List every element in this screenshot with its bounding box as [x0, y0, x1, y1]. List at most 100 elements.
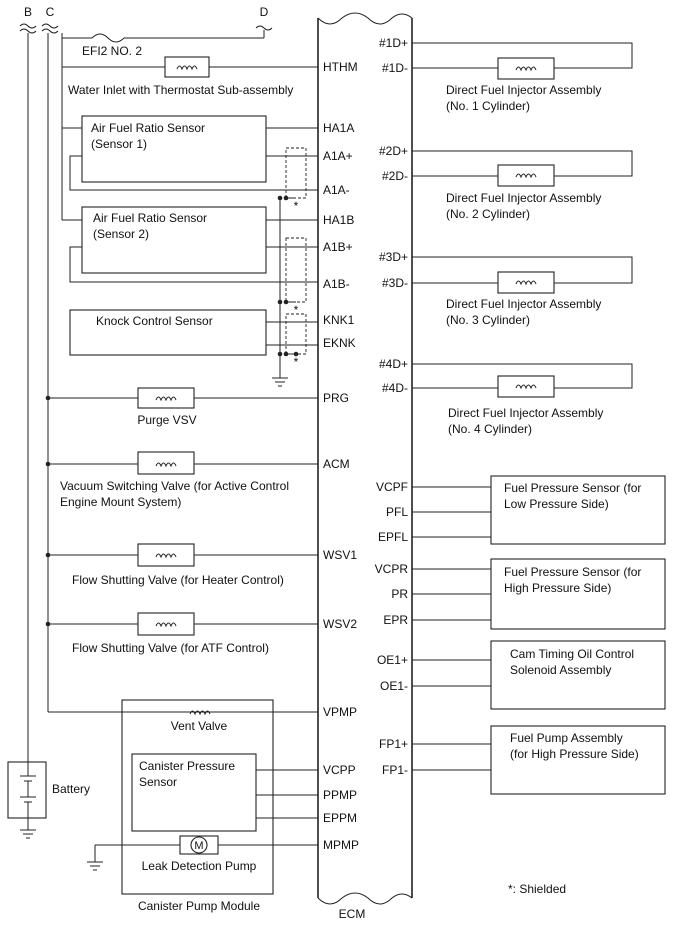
injector-3 — [412, 256, 633, 294]
shield-note: *: Shielded — [508, 882, 566, 896]
pin-prg: PRG — [323, 391, 349, 405]
shield-marker: * — [294, 303, 299, 317]
ecm-label: ECM — [339, 907, 366, 921]
pin-knk1: KNK1 — [323, 313, 355, 327]
pin-4d-plus: #4D+ — [379, 357, 408, 371]
pin-epfl: EPFL — [378, 530, 408, 544]
injector-2 — [412, 150, 633, 187]
shield-marker: * — [294, 355, 299, 369]
injector-4-label: Direct Fuel Injector Assembly(No. 4 Cyli… — [448, 406, 603, 436]
pin-eppm: EPPM — [323, 811, 357, 825]
vacuum-switching-valve-label: Vacuum Switching Valve (for Active Contr… — [60, 479, 289, 509]
knock-sensor — [69, 309, 318, 356]
purge-vsv-label: Purge VSV — [137, 413, 196, 427]
heater-flow-valve-label: Flow Shutting Valve (for Heater Control) — [72, 573, 284, 587]
pin-vcpr: VCPR — [375, 562, 409, 576]
injector-1 — [412, 42, 633, 80]
pin-3d-minus: #3D- — [382, 276, 408, 290]
injector-3-label: Direct Fuel Injector Assembly(No. 3 Cyli… — [446, 297, 601, 327]
battery-label: Battery — [52, 782, 90, 796]
pin-epr: EPR — [383, 613, 408, 627]
af-sensor-1 — [62, 115, 318, 199]
coil-icon — [155, 396, 177, 402]
pin-ha1b: HA1B — [323, 213, 354, 227]
ecm-body — [317, 12, 413, 905]
af-sensor-2-label: Air Fuel Ratio Sensor(Sensor 2) — [93, 211, 207, 241]
coil-icon — [515, 384, 537, 390]
pin-2d-plus: #2D+ — [379, 144, 408, 158]
pin-vcpf: VCPF — [376, 480, 408, 494]
pin-ppmp: PPMP — [323, 788, 357, 802]
vent-valve-label: Vent Valve — [171, 719, 228, 733]
pin-1d-plus: #1D+ — [379, 36, 408, 50]
coil-icon — [155, 462, 177, 468]
coil-icon — [515, 66, 537, 72]
pin-a1a-minus: A1A- — [323, 183, 350, 197]
ecm-left-pins: HTHM HA1A A1A+ A1A- HA1B A1B+ A1B- KNK1 … — [323, 60, 359, 852]
heater-flow-valve — [45, 543, 318, 567]
shield-marker: * — [294, 199, 299, 213]
pin-vpmp: VPMP — [323, 705, 357, 719]
coil-icon — [515, 280, 537, 286]
bus-label-c: C — [46, 5, 55, 19]
coil-icon — [515, 173, 537, 179]
pin-4d-minus: #4D- — [382, 381, 408, 395]
pin-hthm: HTHM — [323, 60, 358, 74]
injector-2-label: Direct Fuel Injector Assembly(No. 2 Cyli… — [446, 191, 601, 221]
pin-oe1-minus: OE1- — [380, 679, 408, 693]
pin-oe1-plus: OE1+ — [377, 653, 408, 667]
ecm-right-pins: #1D+ #1D- #2D+ #2D- #3D+ #3D- #4D+ #4D- … — [375, 36, 409, 777]
injector-1-label: Direct Fuel Injector Assembly(No. 1 Cyli… — [446, 83, 601, 113]
pin-acm: ACM — [323, 457, 350, 471]
pin-a1b-plus: A1B+ — [323, 240, 353, 254]
thermostat-label: Water Inlet with Thermostat Sub-assembly — [68, 83, 293, 97]
pin-wsv2: WSV2 — [323, 617, 357, 631]
pin-fp1-minus: FP1- — [382, 763, 408, 777]
fuel-pressure-sensor-high — [412, 558, 666, 630]
purge-vsv — [45, 387, 318, 409]
af-sensor-2 — [62, 206, 318, 303]
fuse-label: EFI2 NO. 2 — [82, 44, 142, 58]
coil-icon — [155, 622, 177, 628]
pin-3d-plus: #3D+ — [379, 250, 408, 264]
fuel-pump-assembly — [412, 725, 666, 795]
atf-flow-valve — [45, 612, 318, 636]
fuse-efi2 — [91, 33, 125, 43]
vacuum-switching-valve — [45, 451, 318, 475]
pin-a1a-plus: A1A+ — [323, 149, 353, 163]
pin-a1b-minus: A1B- — [323, 277, 350, 291]
pin-vcpp: VCPP — [323, 763, 356, 777]
pin-pfl: PFL — [386, 505, 408, 519]
fuel-pump-assembly-label: Fuel Pump Assembly(for High Pressure Sid… — [510, 731, 639, 761]
knock-sensor-label: Knock Control Sensor — [96, 314, 213, 328]
canister-pump-module-label: Canister Pump Module — [138, 899, 260, 913]
canister-pump-module — [48, 699, 318, 895]
fuel-pressure-sensor-low — [412, 475, 666, 545]
cam-timing-solenoid — [412, 640, 666, 710]
coil-icon — [155, 553, 177, 559]
af-sensor-1-label: Air Fuel Ratio Sensor(Sensor 1) — [91, 121, 205, 151]
pin-ha1a: HA1A — [323, 121, 354, 135]
battery — [7, 761, 47, 839]
pin-eknk: EKNK — [323, 336, 356, 350]
pin-mpmp: MPMP — [323, 838, 359, 852]
bus-label-d: D — [260, 5, 269, 19]
injector-4 — [412, 363, 633, 398]
bus-label-b: B — [24, 5, 32, 19]
coil-icon — [176, 65, 198, 71]
motor-icon: M — [194, 840, 203, 852]
pin-2d-minus: #2D- — [382, 169, 408, 183]
pin-fp1-plus: FP1+ — [379, 737, 408, 751]
pin-wsv1: WSV1 — [323, 548, 357, 562]
pin-pr: PR — [391, 587, 408, 601]
power-buses: B C D — [19, 5, 273, 762]
leak-detection-pump-label: Leak Detection Pump — [142, 859, 257, 873]
atf-flow-valve-label: Flow Shutting Valve (for ATF Control) — [72, 641, 269, 655]
coil-icon — [189, 710, 211, 716]
pin-1d-minus: #1D- — [382, 61, 408, 75]
